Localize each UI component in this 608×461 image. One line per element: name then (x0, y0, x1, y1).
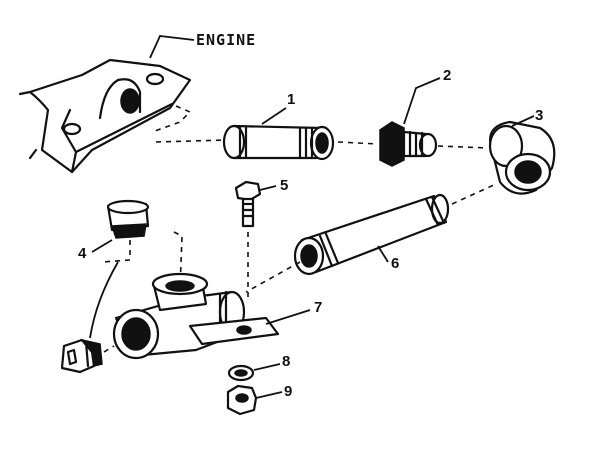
leader-8 (253, 363, 281, 371)
callout-6: 6 (391, 255, 399, 272)
part-5-bolt (234, 180, 262, 228)
part-3-elbow (488, 120, 556, 195)
engine-label: ENGINE (196, 31, 256, 49)
leader-6 (377, 245, 389, 263)
leader-7 (265, 309, 311, 325)
tee-body (112, 272, 246, 360)
engine-bracket (18, 58, 192, 174)
part-4-plug-lower (60, 338, 103, 374)
leader-9 (255, 391, 283, 399)
leader-3 (511, 115, 535, 127)
part-6-long-pipe (293, 193, 450, 276)
leader-2 (403, 77, 441, 125)
part-4-plug-upper (106, 199, 150, 239)
plug-alignment-line (101, 231, 183, 291)
leader-4-lower (89, 261, 119, 339)
pipe-alignment-line (245, 183, 497, 293)
callout-3: 3 (535, 107, 543, 124)
part-1-nipple (222, 124, 335, 161)
part-7-bracket (188, 316, 280, 346)
leader-1 (261, 107, 287, 125)
part-2-hex-adapter (379, 121, 438, 167)
leader-5 (259, 185, 277, 191)
callout-8: 8 (282, 353, 290, 370)
part-8-washer (227, 364, 255, 382)
engine-leader (149, 35, 195, 59)
part-9-nut (226, 384, 258, 416)
leader-4 (91, 239, 113, 253)
callout-9: 9 (284, 383, 292, 400)
callout-5: 5 (280, 177, 288, 194)
callout-4: 4 (78, 245, 87, 262)
callout-7: 7 (314, 299, 322, 316)
callout-1: 1 (287, 91, 295, 108)
callout-2: 2 (443, 67, 451, 84)
lower-plug-alignment-line (103, 345, 115, 353)
